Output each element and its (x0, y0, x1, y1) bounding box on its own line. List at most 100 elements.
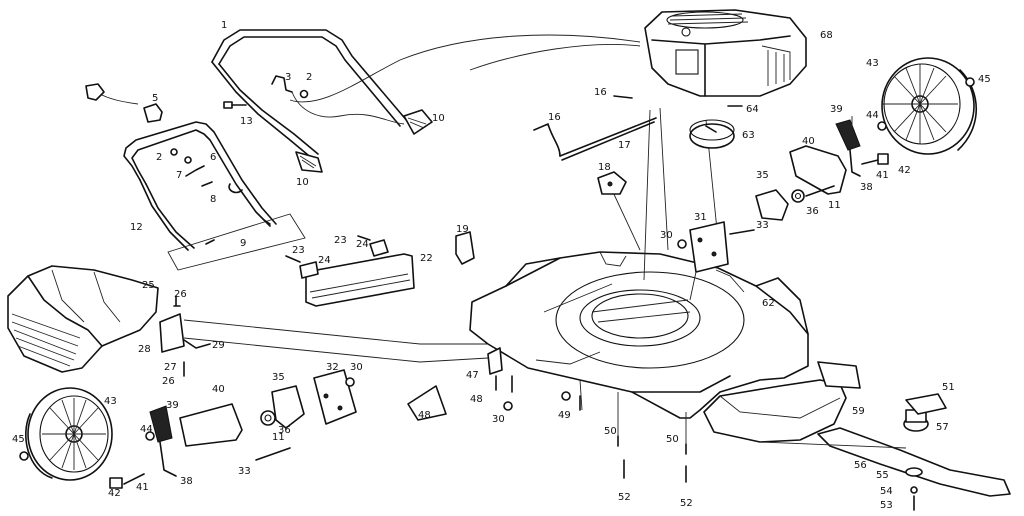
rear-wheel-right (881, 57, 978, 155)
bolt-9b (263, 219, 271, 225)
label-39a: 39 (830, 104, 843, 115)
label-56: 56 (854, 460, 867, 471)
label-10b: 10 (296, 177, 309, 188)
label-23a: 23 (292, 245, 305, 256)
label-63: 63 (742, 130, 755, 141)
rear-door-assembly (159, 295, 489, 377)
label-24b: 24 (356, 239, 369, 250)
label-41b: 41 (136, 482, 149, 493)
deck-bolts (487, 347, 581, 411)
label-26a: 26 (174, 289, 187, 300)
control-bracket (85, 83, 163, 123)
label-1: 1 (221, 20, 227, 31)
label-45a: 45 (978, 74, 991, 85)
bolt-9a (205, 239, 215, 245)
label-41a: 41 (876, 170, 889, 181)
label-51: 51 (942, 382, 955, 393)
wire-tie (201, 181, 213, 187)
label-5: 5 (152, 93, 158, 104)
label-39b: 39 (166, 400, 179, 411)
label-23b: 23 (334, 235, 347, 246)
label-11a: 11 (828, 200, 841, 211)
mower-blade (817, 427, 1011, 497)
label-33a: 33 (756, 220, 769, 231)
label-2a: 2 (306, 72, 312, 83)
label-36b: 36 (278, 425, 291, 436)
label-42a: 42 (898, 165, 911, 176)
carriage-bolt (185, 165, 205, 177)
washer-44-left (145, 431, 155, 441)
label-30a: 30 (660, 230, 673, 241)
label-55: 55 (876, 470, 889, 481)
clip-nut (299, 89, 309, 99)
blade-stiffener-51 (905, 393, 947, 415)
label-35b: 35 (272, 372, 285, 383)
label-24a: 24 (318, 255, 331, 266)
label-12: 12 (130, 222, 143, 233)
height-adjuster-left (109, 385, 305, 489)
deflector-bracket (817, 361, 861, 389)
blade-baffle-59 (703, 379, 847, 443)
label-30b: 30 (350, 362, 363, 373)
label-40a: 40 (802, 136, 815, 147)
label-11b: 11 (272, 432, 285, 443)
hubcap-45-left (19, 451, 29, 461)
label-6: 6 (210, 152, 216, 163)
label-52a: 52 (618, 492, 631, 503)
label-16a: 16 (594, 87, 607, 98)
label-50b: 50 (666, 434, 679, 445)
mower-deck (469, 251, 809, 419)
handle-knob-upper (403, 109, 433, 135)
lower-handle (123, 121, 277, 251)
part-labels: 1 2 2 3 5 6 7 8 9 10 10 11 11 12 13 16 1… (12, 20, 991, 511)
label-3: 3 (285, 72, 291, 83)
label-22: 22 (420, 253, 433, 264)
washer-55 (905, 467, 923, 477)
label-9: 9 (240, 238, 246, 249)
label-35a: 35 (756, 170, 769, 181)
assembly-lines (543, 116, 907, 449)
bolt-23b (357, 235, 371, 241)
label-10a: 10 (432, 113, 445, 124)
label-54: 54 (880, 486, 893, 497)
upper-handle (211, 29, 409, 161)
label-38b: 38 (180, 476, 193, 487)
label-28: 28 (138, 344, 151, 355)
label-25: 25 (142, 280, 155, 291)
engine-cable-rods (611, 107, 721, 281)
label-30c: 30 (492, 414, 505, 425)
label-57: 57 (936, 422, 949, 433)
label-26b: 26 (162, 376, 175, 387)
label-59: 59 (852, 406, 865, 417)
label-50a: 50 (604, 426, 617, 437)
height-adjuster-right (755, 119, 889, 221)
label-17: 17 (618, 140, 631, 151)
control-rod (559, 117, 657, 161)
washer-54 (910, 486, 918, 494)
label-44b: 44 (140, 424, 153, 435)
pulley (689, 119, 735, 149)
label-36a: 36 (806, 206, 819, 217)
handle-bolt (223, 101, 247, 109)
handle-knob-lower (295, 151, 323, 173)
bolt-23a (285, 255, 301, 263)
label-38a: 38 (860, 182, 873, 193)
throttle-cable (289, 34, 641, 103)
label-44a: 44 (866, 110, 879, 121)
label-29: 29 (212, 340, 225, 351)
label-43a: 43 (866, 58, 879, 69)
label-2b: 2 (156, 152, 162, 163)
cable-clip (271, 75, 293, 93)
wire-clip (228, 183, 243, 194)
label-40b: 40 (212, 384, 225, 395)
rod-end-16 (613, 95, 633, 99)
bracket-19 (455, 231, 475, 265)
label-52b: 52 (680, 498, 693, 509)
label-16b: 16 (548, 112, 561, 123)
label-7: 7 (176, 170, 182, 181)
label-8: 8 (210, 194, 216, 205)
rear-baffle (299, 239, 415, 307)
lower-nut-a (170, 148, 178, 156)
